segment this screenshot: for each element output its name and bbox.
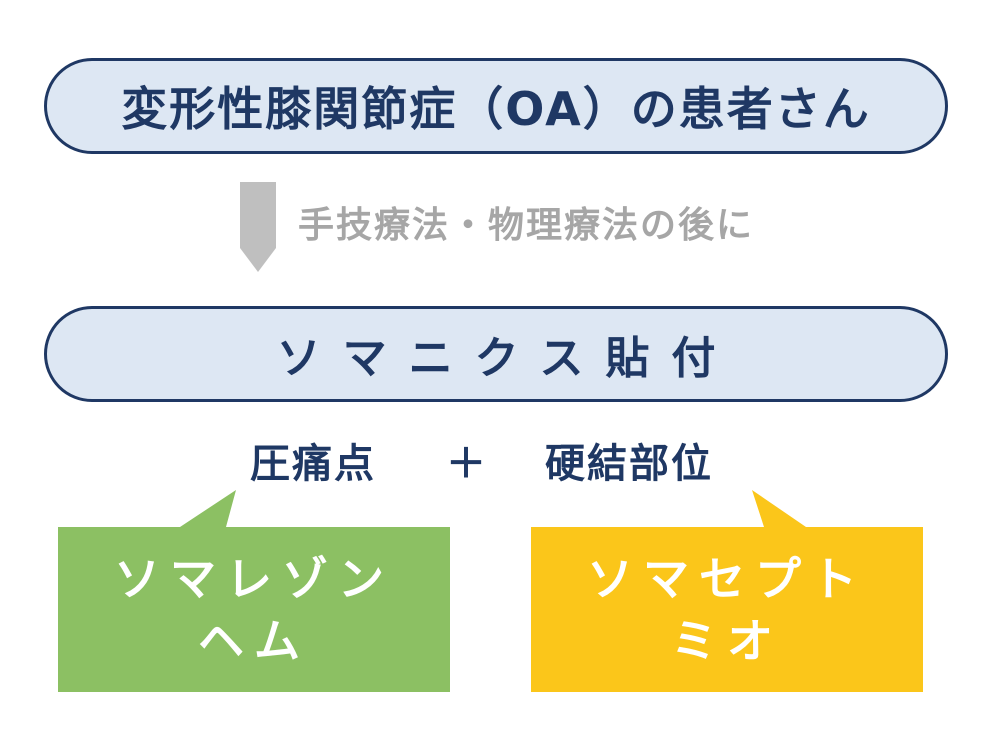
top-box-label: 変形性膝関節症（OA）の患者さん (121, 82, 871, 136)
product-right-line1: ソマセプト (587, 552, 867, 606)
target-label-induration: 硬結部位 (545, 441, 713, 487)
callout-left-box (58, 490, 450, 692)
product-box-left: ソマレゾン ヘム (58, 530, 450, 690)
plus-sign: ＋ (446, 441, 488, 487)
middle-box: ソマニクス貼付 (44, 306, 948, 402)
product-left-line1: ソマレゾン (114, 552, 394, 606)
product-left-line2: ヘム (198, 614, 310, 668)
product-box-right: ソマセプト ミオ (531, 530, 923, 690)
middle-box-label: ソマニクス貼付 (276, 333, 738, 384)
target-label-tender-point: 圧痛点 (250, 441, 376, 487)
step-note: 手技療法・物理療法の後に (298, 205, 755, 246)
top-box: 変形性膝関節症（OA）の患者さん (44, 58, 948, 154)
down-arrow-icon (240, 182, 276, 272)
callout-right-box (531, 490, 923, 692)
product-right-line2: ミオ (671, 614, 783, 668)
